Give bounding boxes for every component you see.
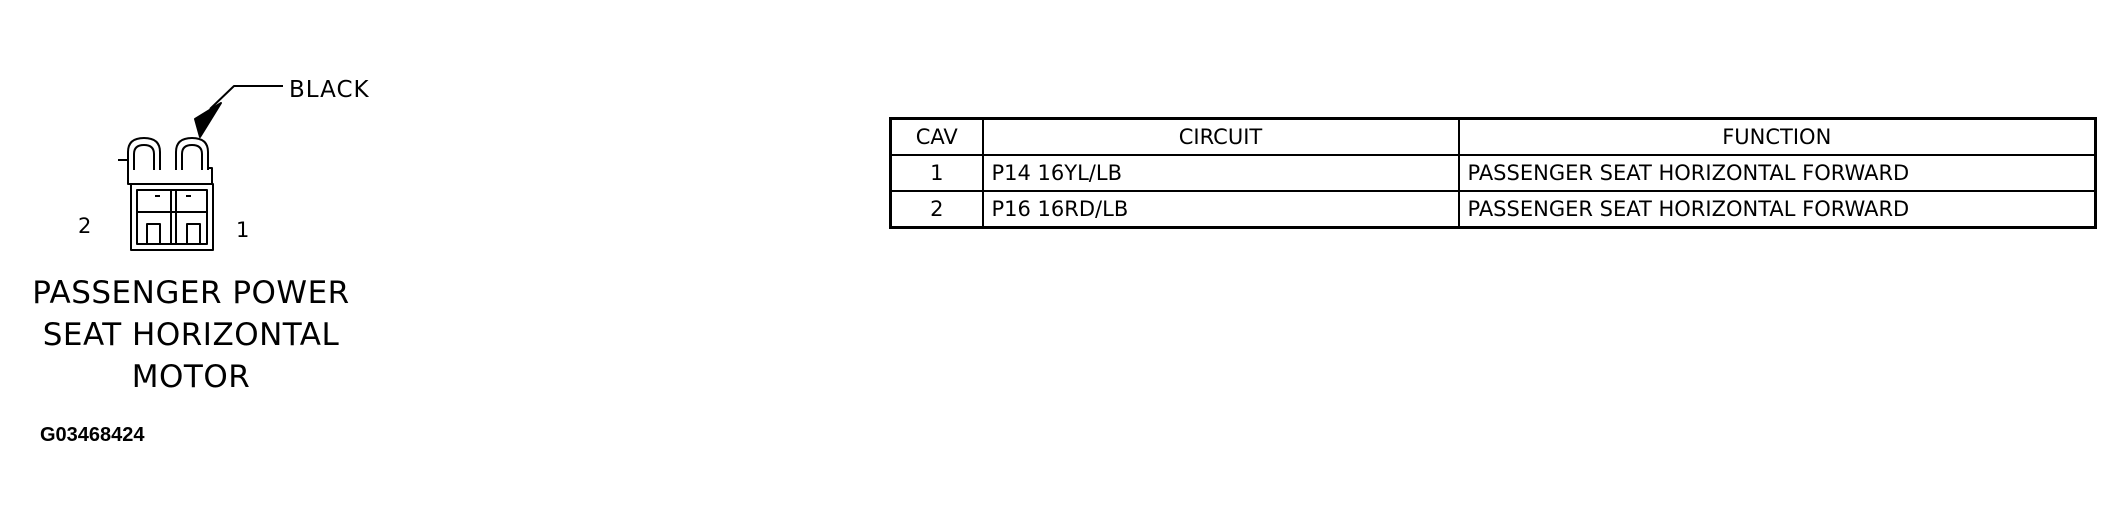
header-function: FUNCTION xyxy=(1457,117,2097,156)
cell-cav: 1 xyxy=(889,154,984,192)
connector-figure: BLACK 2 1 PASSENGER POWER SEAT HORIZONTA… xyxy=(0,0,420,512)
connector-latch xyxy=(118,137,213,185)
table-row: 2 P16 16RD/LB PASSENGER SEAT HORIZONTAL … xyxy=(889,190,2097,229)
connector-title-line: PASSENGER POWER xyxy=(32,275,350,311)
cell-cav: 2 xyxy=(889,190,984,229)
header-cav: CAV xyxy=(889,117,984,156)
connector-title-line: MOTOR xyxy=(131,359,251,395)
table-header-row: CAV CIRCUIT FUNCTION xyxy=(889,117,2097,156)
color-leader-arrow xyxy=(194,85,283,138)
connector-title: PASSENGER POWER SEAT HORIZONTAL MOTOR xyxy=(0,272,382,398)
connector-color-label: BLACK xyxy=(289,77,370,103)
pinout-table: CAV CIRCUIT FUNCTION 1 P14 16YL/LB PASSE… xyxy=(889,117,2097,229)
connector-drawing xyxy=(118,85,283,251)
table-row: 1 P14 16YL/LB PASSENGER SEAT HORIZONTAL … xyxy=(889,154,2097,192)
cell-circuit: P16 16RD/LB xyxy=(981,190,1460,229)
cell-circuit: P14 16YL/LB xyxy=(981,154,1460,192)
pin-1-label: 1 xyxy=(236,218,250,242)
figure-id: G03468424 xyxy=(40,424,145,446)
connector-title-line: SEAT HORIZONTAL xyxy=(42,317,340,353)
pin-2-label: 2 xyxy=(78,214,92,238)
cell-function: PASSENGER SEAT HORIZONTAL FORWARD xyxy=(1457,154,2097,192)
header-circuit: CIRCUIT xyxy=(981,117,1460,156)
cell-function: PASSENGER SEAT HORIZONTAL FORWARD xyxy=(1457,190,2097,229)
connector-body xyxy=(130,183,214,251)
